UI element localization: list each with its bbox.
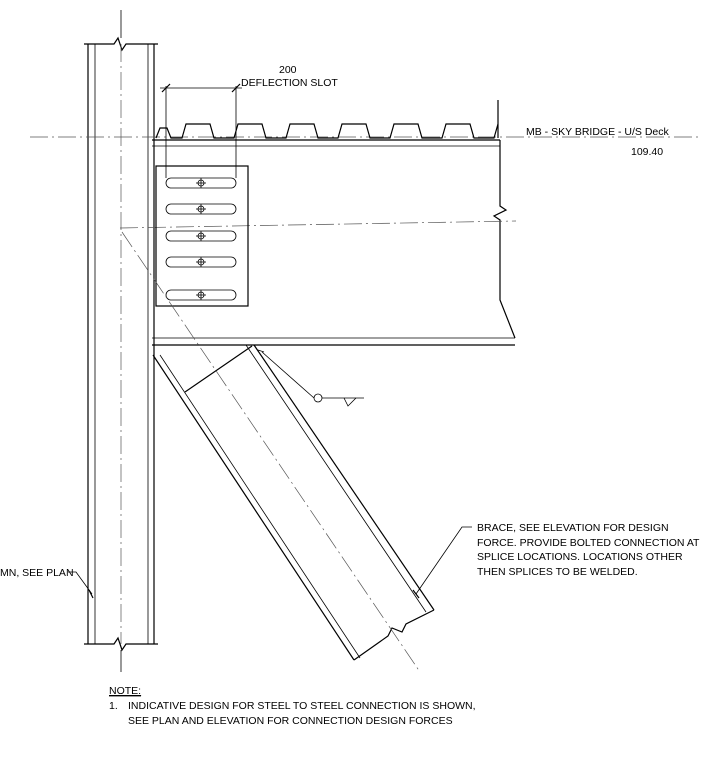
- brace-break-line: [353, 609, 435, 661]
- weld-symbol: [257, 349, 364, 407]
- beam-centre-line: [119, 220, 517, 229]
- column-label: MN, SEE PLAN: [0, 567, 74, 579]
- note-line-2: SEE PLAN AND ELEVATION FOR CONNECTION DE…: [128, 715, 453, 727]
- slotted-bolt-hole: [165, 230, 237, 242]
- steel-column: [84, 10, 158, 672]
- note-line-1: INDICATIVE DESIGN FOR STEEL TO STEEL CON…: [128, 700, 476, 712]
- fin-plate: [155, 165, 249, 307]
- level-name: MB - SKY BRIDGE - U/S Deck: [526, 126, 669, 138]
- column-top-break-line: [84, 36, 158, 52]
- note-number: 1.: [109, 700, 118, 712]
- steel-beam: [119, 139, 517, 346]
- column-bottom-break-line: [84, 636, 158, 652]
- slotted-bolt-hole: [165, 177, 237, 189]
- note-heading: NOTE:: [109, 685, 141, 697]
- slotted-bolt-hole: [165, 203, 237, 215]
- brace-note-leader: [415, 526, 472, 595]
- brace-centre-line: [121, 231, 421, 673]
- slotted-bolt-hole: [165, 256, 237, 268]
- general-note: NOTE: 1. INDICATIVE DESIGN FOR STEEL TO …: [109, 685, 476, 727]
- column-label-leader: [68, 571, 93, 595]
- level-value: 109.40: [631, 146, 663, 158]
- brace-note: BRACE, SEE ELEVATION FOR DESIGN FORCE. P…: [477, 522, 700, 578]
- dimension-label: DEFLECTION SLOT: [241, 77, 338, 89]
- slotted-bolt-hole: [165, 289, 237, 301]
- brace-note-line-3: SPLICE LOCATIONS. LOCATIONS OTHER: [477, 551, 683, 563]
- brace-note-line-4: THEN SPLICES TO BE WELDED.: [477, 566, 638, 578]
- brace-note-line-1: BRACE, SEE ELEVATION FOR DESIGN: [477, 522, 669, 534]
- metal-deck-profile: [155, 123, 499, 139]
- diagonal-brace: [121, 231, 435, 673]
- deflection-slot-dimension: 200 DEFLECTION SLOT: [160, 64, 338, 178]
- dimension-value: 200: [279, 64, 297, 76]
- beam-break-line: [492, 140, 516, 339]
- brace-note-line-2: FORCE. PROVIDE BOLTED CONNECTION AT: [477, 537, 700, 549]
